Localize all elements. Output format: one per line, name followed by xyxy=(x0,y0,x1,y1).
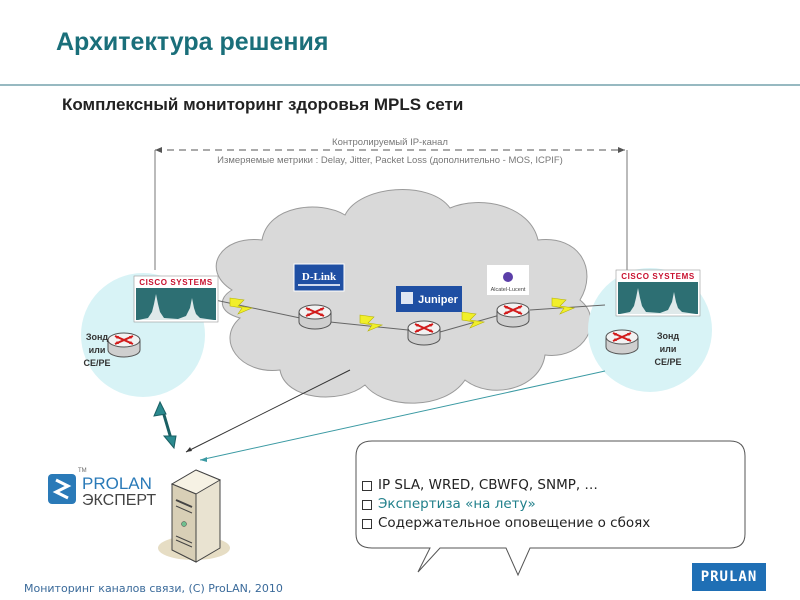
title-divider xyxy=(0,84,800,86)
callout-item-text: Содержательное оповещение о сбоях xyxy=(378,515,651,531)
brand-line2: ЭКСПЕРТ xyxy=(82,492,157,509)
juniper-logo: Juniper xyxy=(396,286,462,312)
svg-text:Juniper: Juniper xyxy=(418,294,458,306)
probe-to-server-line xyxy=(199,370,606,461)
callout-bubble xyxy=(355,440,746,577)
callout-item: IP SLA, WRED, CBWFQ, SNMP, … xyxy=(362,476,650,495)
channel-label: Контролируемый IP-канал xyxy=(332,137,448,148)
right-probe-label-3: CE/PE xyxy=(654,357,681,367)
brand-line1: PROLAN xyxy=(82,474,152,493)
cisco-logo-right xyxy=(615,269,701,317)
slide-title: Архитектура решения xyxy=(56,28,329,56)
metrics-label: Измеряемые метрики : Delay, Jitter, Pack… xyxy=(217,155,563,166)
alcatel-lucent-logo: Alcatel-Lucent xyxy=(487,265,529,295)
callout-item: Содержательное оповещение о сбоях xyxy=(362,514,650,533)
left-probe-label-3: CE/PE xyxy=(83,358,110,368)
right-probe-label-2: или xyxy=(660,344,677,354)
router-icon-dlink xyxy=(298,304,332,330)
router-icon-alcatel xyxy=(496,302,530,328)
callout-item-text: Экспертиза «на лету» xyxy=(378,496,536,512)
callout-item-text: IP SLA, WRED, CBWFQ, SNMP, … xyxy=(378,477,598,493)
prolan-expert-logo-icon xyxy=(48,474,76,504)
svg-text:Alcatel-Lucent: Alcatel-Lucent xyxy=(491,287,526,293)
probe-server-double-arrow xyxy=(153,400,177,450)
left-probe-label-1: Зонд xyxy=(86,332,109,342)
brand-tm: TM xyxy=(78,468,87,474)
right-probe-label-1: Зонд xyxy=(657,331,680,341)
server-icon xyxy=(158,469,230,563)
slide-subtitle: Комплексный мониторинг здоровья MPLS сет… xyxy=(62,95,464,114)
footer-text: Мониторинг каналов связи, (С) ProLAN, 20… xyxy=(24,582,283,595)
checkbox-bullet-icon xyxy=(362,480,372,491)
router-icon-juniper xyxy=(407,320,441,346)
prolan-footer-logo: PRULAN xyxy=(692,563,766,591)
cloud-to-server-line xyxy=(185,369,351,453)
callout-item: Экспертиза «на лету» xyxy=(362,495,650,514)
router-icon-right-probe xyxy=(605,329,639,355)
left-probe-label-2: или xyxy=(89,345,106,355)
ip-channel-arrow xyxy=(154,147,628,270)
cisco-logo-left xyxy=(133,275,219,323)
checkbox-bullet-icon xyxy=(362,518,372,529)
router-icon-left-probe xyxy=(107,332,141,358)
checkbox-bullet-icon xyxy=(362,499,372,510)
callout-list: IP SLA, WRED, CBWFQ, SNMP, … Экспертиза … xyxy=(362,476,650,533)
svg-text:D-Link: D-Link xyxy=(302,271,337,283)
dlink-logo: D-Link xyxy=(293,263,345,292)
